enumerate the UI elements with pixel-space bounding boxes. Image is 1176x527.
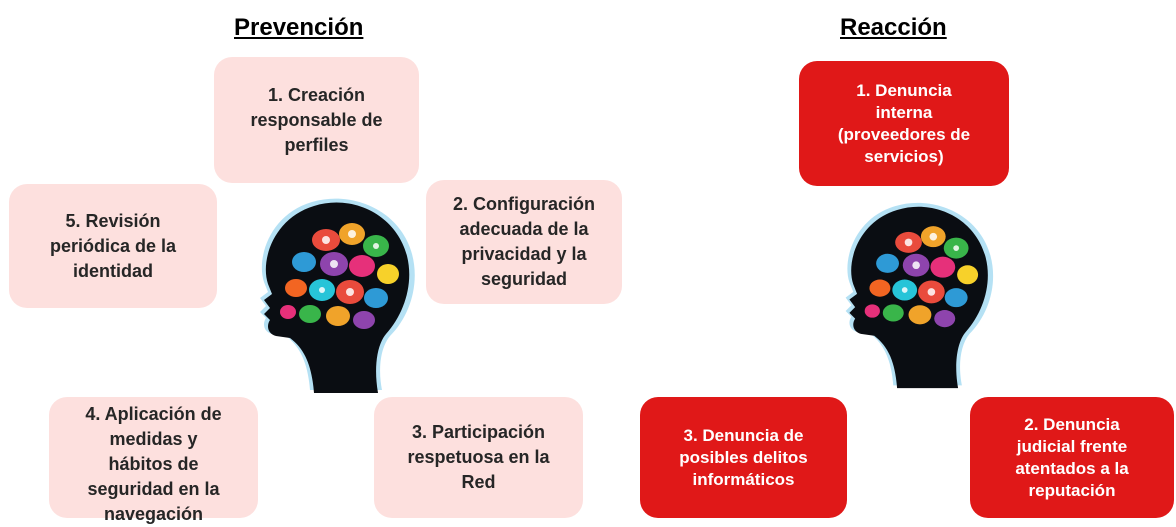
box-text-line: 4. Aplicación de [85, 404, 222, 424]
prevention-heading: Prevención [234, 14, 364, 41]
box-text-line: posibles delitos [679, 447, 808, 467]
prevention-box-3: 3. Participación respetuosa en la Red [374, 397, 583, 518]
box-text-line: responsable de [250, 109, 383, 130]
box-text-line: servicios) [864, 146, 944, 166]
box-text-line: periódica de la [49, 235, 177, 256]
box-text-line: 2. Denuncia [1024, 414, 1120, 434]
box-text-line: judicial frente [1016, 436, 1128, 456]
box-text-line: identidad [72, 260, 153, 281]
prevention-box-5: 5. Revisión periódica de la identidad [9, 184, 217, 308]
head-with-social-media-bubbles-icon [260, 198, 415, 393]
box-text-line: privacidad y la [461, 244, 587, 264]
box-text-line: perfiles [284, 134, 349, 155]
box-text-line: adecuada de la [459, 219, 589, 239]
box-text-line: Red [461, 472, 496, 492]
head-with-social-media-bubbles-icon [845, 202, 994, 389]
box-text-line: 5. Revisión [65, 210, 161, 231]
box-text-line: reputación [1028, 480, 1116, 500]
reaction-heading: Reacción [840, 14, 947, 41]
prevention-box-1: 1. Creación responsable de perfiles [214, 57, 419, 183]
box-text-line: 3. Denuncia de [683, 425, 804, 445]
box-text-line: hábitos de [108, 454, 199, 474]
prevention-box-2: 2. Configuración adecuada de la privacidad… [426, 180, 622, 304]
box-text-line: interna [875, 102, 933, 122]
box-text-line: 2. Configuración [452, 194, 595, 214]
box-text-line: seguridad [480, 269, 567, 289]
box-text-line: 3. Participación [411, 422, 546, 442]
box-text-line: informáticos [692, 469, 795, 489]
box-text-line: medidas y [109, 429, 198, 449]
box-text-line: 1. Denuncia [856, 80, 952, 100]
box-text-line: respetuosa en la [407, 447, 550, 467]
box-text-line: atentados a la [1015, 458, 1129, 478]
box-text-line: seguridad en la [87, 479, 220, 499]
box-text-line: (proveedores de [837, 124, 971, 144]
box-text-line: navegación [103, 504, 204, 524]
prevention-box-4: 4. Aplicación de medidas y hábitos de segur… [49, 397, 258, 524]
box-text-line: 1. Creación [267, 84, 366, 105]
